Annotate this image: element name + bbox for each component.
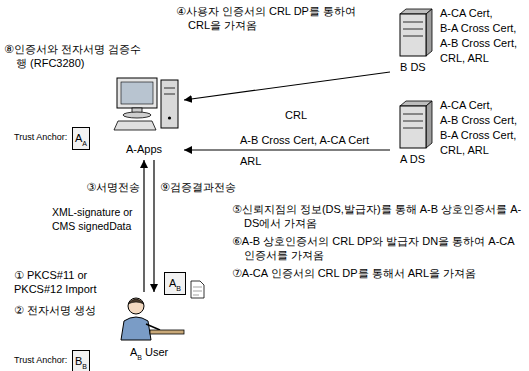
text-fragment: B-A Cross Cert (440, 129, 513, 141)
server-icon (400, 9, 432, 56)
person-hair (128, 299, 144, 304)
document-sheet (191, 281, 204, 298)
cert-letter: A (75, 132, 82, 144)
cert-subscript: B (176, 285, 181, 292)
text-fragment: , (490, 99, 493, 111)
text-line: AA (73, 128, 89, 152)
node-title: A DS (400, 152, 425, 167)
drive-slot (164, 88, 175, 89)
text-line: BB (73, 351, 89, 371)
edge-label: ⑨검증결과전송 (160, 180, 236, 194)
server-front (400, 106, 426, 148)
server-slot (403, 22, 423, 23)
edge-label: CRL (285, 108, 307, 122)
text-line: AB (165, 273, 185, 297)
format-label: XML-signature or CMS signedData (52, 206, 140, 233)
user-subscript: B (137, 354, 142, 361)
text-fragment: CRL (440, 52, 462, 64)
text-fragment: ARL (468, 144, 489, 156)
text-fragment: , (513, 129, 516, 141)
user-letter: A (130, 346, 137, 358)
monitor-base (123, 112, 151, 118)
edge-label: ③서명전송 (40, 180, 140, 194)
step-note: ② 전자서명 생성 (14, 303, 106, 317)
text-fragment: A-CA Cert (440, 7, 490, 19)
step-note: ⑧인증서와 전자서명 검증수행 (RFC3280) (4, 42, 144, 71)
text-fragment: A-B Cross Cert (440, 114, 514, 126)
server-slot (403, 114, 423, 115)
step-note: ⑤신뢰지점의 정보(DS,발급자)를 통해 A-B 상호인증서를 A-DS에서 … (232, 202, 524, 231)
trust-anchor-label: Trust Anchor: (14, 355, 67, 367)
computer-icon (114, 78, 178, 130)
text-fragment: , (514, 37, 517, 49)
person-head (128, 298, 144, 314)
node-title: B DS (400, 60, 426, 75)
cert-letter: A (169, 277, 176, 289)
tower (161, 80, 178, 128)
cert-letter: B (75, 355, 82, 367)
certificate-list: A-CA Cert, B-A Cross Cert, A-B Cross Cer… (440, 6, 526, 65)
user-figure: ABUser (108, 292, 190, 364)
text-fragment: A-CA Cert (440, 99, 490, 111)
crl-arrow (184, 72, 390, 100)
text-fragment: , (462, 52, 468, 64)
text-fragment: , (513, 22, 516, 34)
arrow-label: ARL (240, 154, 261, 168)
server-side (426, 101, 432, 148)
keyboard (114, 121, 156, 130)
server-slot (403, 36, 423, 37)
server-icon (400, 101, 432, 148)
step-note: ① PKCS#11 or PKCS#12 Import (14, 268, 106, 297)
server-slot (403, 29, 423, 30)
document-line (193, 295, 199, 296)
power-button (168, 116, 171, 119)
cert-subscript: A (82, 140, 87, 147)
server-slot (403, 121, 423, 122)
text-fragment: CRL (440, 144, 462, 156)
drive-slot (164, 94, 175, 95)
person-body (121, 317, 151, 340)
text-line: ABUser (130, 342, 168, 361)
server-slot (403, 128, 423, 129)
server-side (426, 9, 432, 56)
cert-fetch-arrow (184, 149, 390, 150)
certificate-card: AB (164, 272, 186, 295)
screen (121, 82, 153, 104)
document-line (193, 287, 202, 288)
text-fragment: B-A Cross Cert (440, 22, 513, 34)
document-icon (191, 281, 204, 298)
text-fragment: ARL (468, 52, 489, 64)
step-note: ⑥A-B 상호인증서의 CRL DP와 발급자 DN을 통하여 A-CA 인증서… (232, 234, 524, 263)
trust-anchor-label: Trust Anchor: (14, 132, 67, 144)
trust-anchor-icon: AA (72, 127, 90, 150)
user-title: User (145, 346, 168, 358)
trust-anchor-icon: BB (72, 350, 90, 371)
document-line (193, 291, 202, 292)
cert-subscript: B (82, 363, 87, 370)
text-fragment: , (462, 144, 468, 156)
text-fragment: , (490, 7, 493, 19)
text-fragment: , (514, 114, 517, 126)
node-title: A-Apps (126, 142, 162, 157)
certificate-list: A-CA Cert, A-B Cross Cert, B-A Cross Cer… (440, 98, 526, 157)
monitor (117, 78, 157, 108)
person-icon (121, 298, 184, 340)
directory-server: A DS A-CA Cert, A-B Cross Cert, B-A Cross… (390, 94, 529, 174)
text-fragment: A-B Cross Cert (440, 37, 514, 49)
step-note: ④사용자 인증서의 CRL DP를 통하여 CRL을 가져옴 (176, 4, 356, 33)
person-arm (146, 324, 160, 330)
server-front (400, 14, 426, 56)
step-note: ⑦A-CA 인증서의 CRL DP를 통해서 ARL을 가져옴 (232, 266, 524, 280)
desk (150, 330, 184, 334)
result-send-arrow (153, 160, 154, 292)
application-computer: A-Apps (112, 70, 184, 160)
edge-label: A-B Cross Cert, A-CA Cert (240, 133, 369, 147)
directory-server: B DS A-CA Cert, B-A Cross Cert, A-B Cross… (390, 2, 529, 84)
signature-send-arrow (143, 160, 144, 292)
